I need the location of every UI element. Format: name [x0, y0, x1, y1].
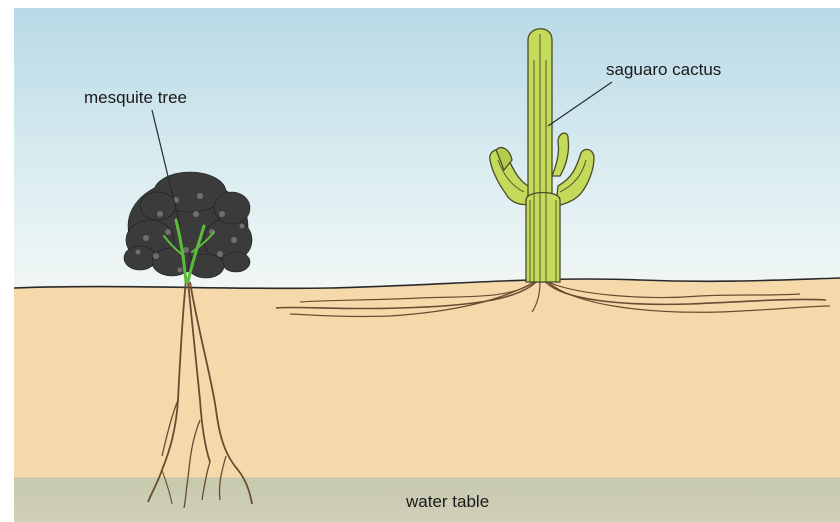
- water-table-label: water table: [406, 492, 489, 512]
- soil: [14, 278, 840, 478]
- mesquite-tree-label: mesquite tree: [84, 88, 187, 108]
- saguaro-cactus-label: saguaro cactus: [606, 60, 721, 80]
